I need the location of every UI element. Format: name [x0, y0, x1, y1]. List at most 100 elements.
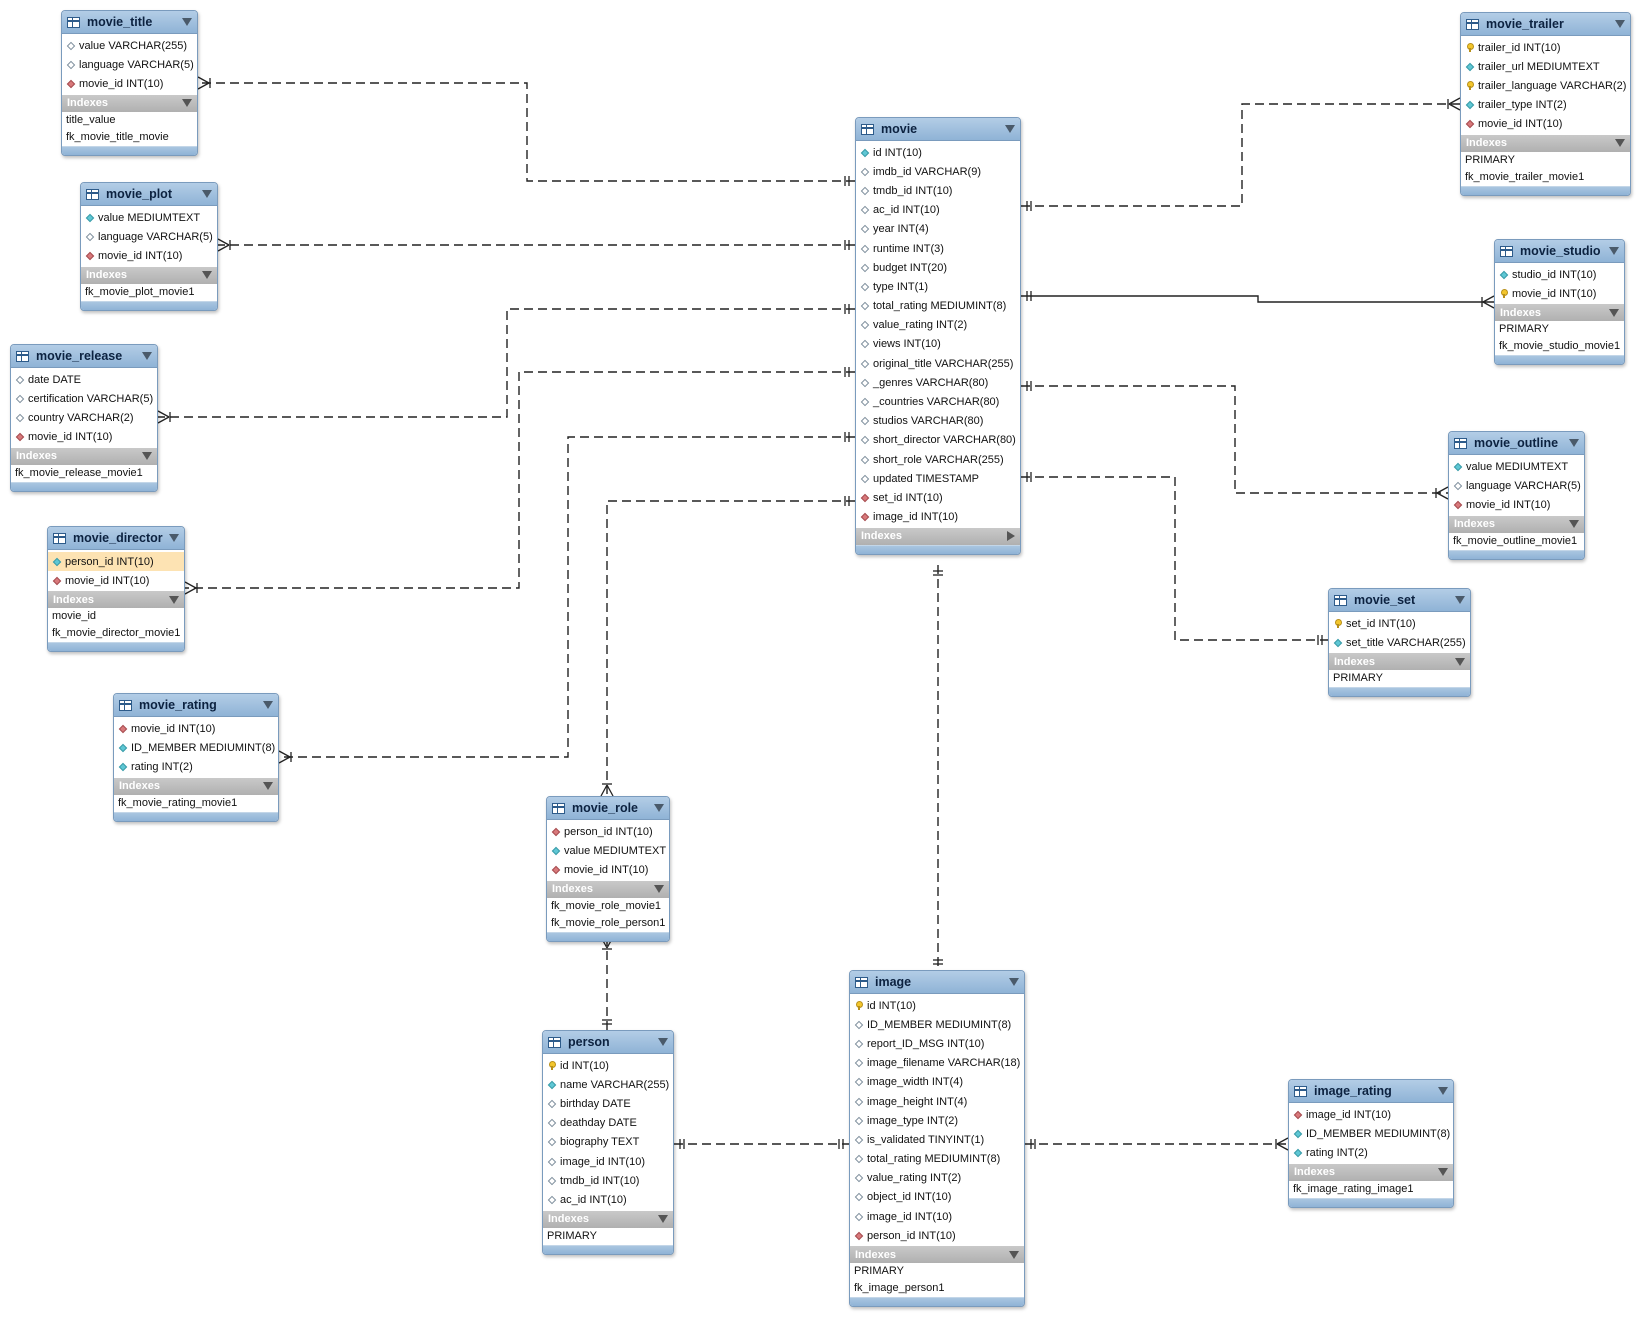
column-row[interactable]: studio_id INT(10)	[1495, 265, 1624, 284]
index-row[interactable]: fk_movie_rating_movie1	[118, 796, 238, 809]
column-row[interactable]: rating INT(2)	[1289, 1143, 1453, 1162]
collapse-toggle-icon[interactable]	[169, 534, 179, 542]
column-row[interactable]: value MEDIUMTEXT	[81, 208, 217, 227]
column-row[interactable]: studios VARCHAR(80)	[856, 412, 1020, 431]
column-row[interactable]: person_id INT(10)	[547, 822, 669, 841]
column-row[interactable]: set_id INT(10)	[1329, 614, 1470, 633]
column-row[interactable]: image_type INT(2)	[850, 1111, 1024, 1130]
index-row[interactable]: PRIMARY	[1499, 323, 1549, 336]
table-header[interactable]: movie_release	[11, 345, 157, 368]
column-row[interactable]: movie_id INT(10)	[1495, 284, 1624, 303]
collapse-toggle-icon[interactable]	[1455, 596, 1465, 604]
collapse-toggle-icon[interactable]	[1615, 20, 1625, 28]
column-row[interactable]: name VARCHAR(255)	[543, 1075, 673, 1094]
column-row[interactable]: language VARCHAR(5)	[62, 55, 197, 74]
column-row[interactable]: report_ID_MSG INT(10)	[850, 1034, 1024, 1053]
collapse-toggle-icon[interactable]	[182, 18, 192, 26]
index-row[interactable]: PRIMARY	[1333, 672, 1383, 685]
indexes-header[interactable]: Indexes	[62, 94, 197, 112]
column-row[interactable]: movie_id INT(10)	[11, 428, 157, 447]
column-row[interactable]: image_id INT(10)	[1289, 1105, 1453, 1124]
collapse-arrow-icon[interactable]	[1615, 139, 1625, 148]
column-row[interactable]: id INT(10)	[543, 1056, 673, 1075]
column-row[interactable]: value MEDIUMTEXT	[1449, 457, 1584, 476]
collapse-arrow-icon[interactable]	[658, 1215, 668, 1223]
column-row[interactable]: views INT(10)	[856, 335, 1020, 354]
relationship-movie-trailer[interactable]	[1021, 103, 1460, 207]
table-header[interactable]: movie_trailer	[1461, 13, 1630, 36]
table-header[interactable]: image	[850, 971, 1024, 994]
collapse-arrow-icon[interactable]	[263, 782, 273, 791]
indexes-header[interactable]: Indexes	[856, 527, 1020, 545]
table-header[interactable]: movie	[856, 118, 1020, 141]
column-row[interactable]: ac_id INT(10)	[856, 201, 1020, 220]
column-row[interactable]: _genres VARCHAR(80)	[856, 373, 1020, 392]
column-row[interactable]: is_validated TINYINT(1)	[850, 1130, 1024, 1149]
table-movie-role[interactable]: movie_role person_id INT(10)value MEDIUMT…	[546, 796, 670, 942]
collapse-toggle-icon[interactable]	[1009, 978, 1019, 986]
index-row[interactable]: fk_movie_studio_movie1	[1499, 340, 1621, 353]
index-row[interactable]: fk_image_person1	[854, 1282, 945, 1295]
index-row[interactable]: fk_movie_title_movie	[66, 130, 169, 143]
collapse-arrow-icon[interactable]	[654, 885, 664, 894]
column-row[interactable]: person_id INT(10)	[850, 1226, 1024, 1245]
column-row[interactable]: short_director VARCHAR(80)	[856, 431, 1020, 450]
indexes-header[interactable]: Indexes	[114, 777, 278, 795]
table-header[interactable]: movie_role	[547, 797, 669, 820]
column-row[interactable]: ID_MEMBER MEDIUMINT(8)	[1289, 1124, 1453, 1143]
column-row[interactable]: deathday DATE	[543, 1114, 673, 1133]
column-row[interactable]: value VARCHAR(255)	[62, 36, 197, 55]
table-header[interactable]: movie_director	[48, 527, 184, 550]
indexes-header[interactable]: Indexes	[1289, 1163, 1453, 1181]
column-row[interactable]: movie_id INT(10)	[81, 246, 217, 265]
column-row[interactable]: ac_id INT(10)	[543, 1190, 673, 1209]
column-row[interactable]: movie_id INT(10)	[1461, 115, 1630, 134]
indexes-header[interactable]: Indexes	[1329, 653, 1470, 671]
collapse-toggle-icon[interactable]	[1569, 439, 1579, 447]
column-row[interactable]: value MEDIUMTEXT	[547, 841, 669, 860]
indexes-header[interactable]: Indexes	[1495, 304, 1624, 322]
column-row[interactable]: image_width INT(4)	[850, 1073, 1024, 1092]
collapse-arrow-icon[interactable]	[1438, 1168, 1448, 1177]
collapse-toggle-icon[interactable]	[263, 701, 273, 709]
indexes-header[interactable]: Indexes	[850, 1246, 1024, 1264]
column-row[interactable]: trailer_type INT(2)	[1461, 96, 1630, 115]
column-row[interactable]: person_id INT(10)	[48, 552, 184, 572]
index-row[interactable]: fk_movie_role_movie1	[551, 899, 662, 912]
index-row[interactable]: title_value	[66, 113, 116, 126]
collapse-toggle-icon[interactable]	[202, 190, 212, 198]
column-row[interactable]: movie_id INT(10)	[114, 719, 278, 738]
column-row[interactable]: rating INT(2)	[114, 757, 278, 776]
indexes-header[interactable]: Indexes	[11, 447, 157, 465]
expand-arrow-icon[interactable]	[1007, 531, 1015, 542]
collapse-arrow-icon[interactable]	[1009, 1250, 1019, 1259]
relationship-movie-role[interactable]	[606, 500, 855, 796]
column-row[interactable]: image_filename VARCHAR(18)	[850, 1054, 1024, 1073]
relationship-movie-title[interactable]	[198, 82, 855, 182]
relationship-movie-rating[interactable]	[279, 436, 855, 758]
indexes-header[interactable]: Indexes	[547, 880, 669, 898]
column-row[interactable]: ID_MEMBER MEDIUMINT(8)	[850, 1015, 1024, 1034]
index-row[interactable]: fk_movie_outline_movie1	[1453, 534, 1578, 547]
column-row[interactable]: movie_id INT(10)	[547, 860, 669, 879]
relationship-movie-release[interactable]	[158, 308, 855, 418]
column-row[interactable]: object_id INT(10)	[850, 1188, 1024, 1207]
column-row[interactable]: trailer_url MEDIUMTEXT	[1461, 57, 1630, 76]
column-row[interactable]: value_rating INT(2)	[856, 316, 1020, 335]
column-row[interactable]: image_id INT(10)	[850, 1207, 1024, 1226]
column-row[interactable]: set_title VARCHAR(255)	[1329, 633, 1470, 652]
collapse-toggle-icon[interactable]	[654, 804, 664, 812]
column-row[interactable]: set_id INT(10)	[856, 488, 1020, 507]
column-row[interactable]: country VARCHAR(2)	[11, 408, 157, 427]
collapse-arrow-icon[interactable]	[202, 271, 212, 280]
column-row[interactable]: original_title VARCHAR(255)	[856, 354, 1020, 373]
column-row[interactable]: type INT(1)	[856, 277, 1020, 296]
column-row[interactable]: image_id INT(10)	[856, 508, 1020, 527]
